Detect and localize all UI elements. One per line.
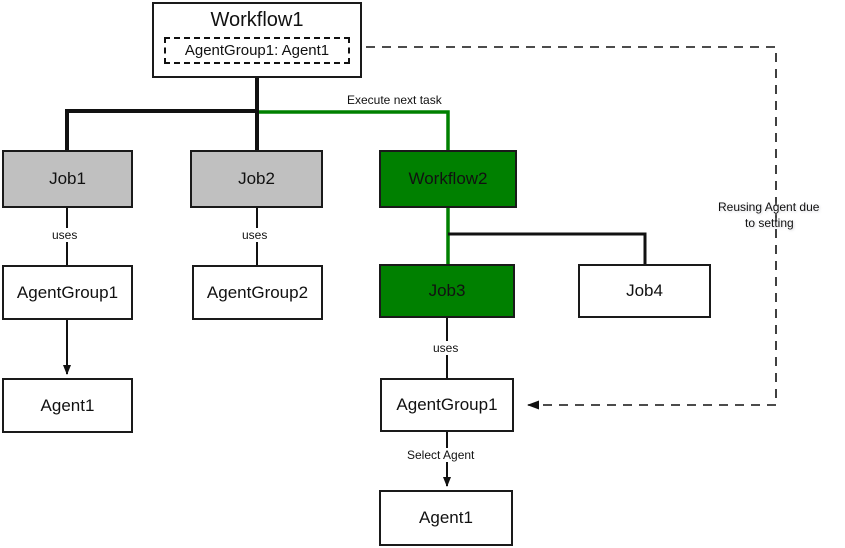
node-agentgroup1-reused[interactable]: AgentGroup1 bbox=[380, 378, 514, 432]
node-agent1-reused-label: Agent1 bbox=[419, 508, 473, 527]
node-agent1[interactable]: Agent1 bbox=[2, 378, 133, 433]
node-agentgroup2[interactable]: AgentGroup2 bbox=[192, 265, 323, 320]
edge-label-execute-next-task: Execute next task bbox=[344, 93, 445, 107]
node-job4[interactable]: Job4 bbox=[578, 264, 711, 318]
node-job2-label: Job2 bbox=[238, 169, 275, 188]
edge-label-uses-job2: uses bbox=[239, 228, 271, 242]
node-workflow1-title: Workflow1 bbox=[210, 9, 304, 31]
node-job1-label: Job1 bbox=[49, 169, 86, 188]
node-job3-label: Job3 bbox=[428, 281, 466, 300]
node-job3[interactable]: Job3 bbox=[379, 264, 515, 318]
edge-label-uses-job3: uses bbox=[430, 341, 462, 355]
edge-workflow2-to-job4 bbox=[448, 232, 647, 264]
note-reusing-agent-line2: to setting bbox=[745, 216, 794, 230]
node-agentgroup2-label: AgentGroup2 bbox=[206, 282, 309, 302]
edge-workflow1-to-workflow2 bbox=[255, 78, 450, 150]
node-agentgroup1-reused-label: AgentGroup1 bbox=[396, 395, 498, 414]
edge-reuse-dashed bbox=[350, 46, 777, 410]
node-job4-label: Job4 bbox=[626, 281, 663, 300]
node-workflow2[interactable]: Workflow2 bbox=[379, 150, 517, 208]
node-agent1-reused[interactable]: Agent1 bbox=[379, 490, 513, 546]
node-workflow1-agent-binding: AgentGroup1: Agent1 bbox=[164, 37, 350, 64]
edge-label-select-agent: Select Agent bbox=[404, 448, 478, 462]
edge-label-uses-job1: uses bbox=[49, 228, 81, 242]
node-workflow2-label: Workflow2 bbox=[408, 169, 488, 188]
node-job2[interactable]: Job2 bbox=[190, 150, 323, 208]
node-agentgroup1[interactable]: AgentGroup1 bbox=[2, 265, 133, 320]
node-job1[interactable]: Job1 bbox=[2, 150, 133, 208]
node-workflow1[interactable]: Workflow1 AgentGroup1: Agent1 bbox=[152, 2, 362, 78]
node-agent1-label: Agent1 bbox=[40, 395, 95, 415]
edge-workflow1-to-jobs bbox=[65, 78, 259, 150]
note-reusing-agent-line1: Reusing Agent due bbox=[718, 200, 820, 214]
node-agentgroup1-label: AgentGroup1 bbox=[16, 282, 119, 302]
